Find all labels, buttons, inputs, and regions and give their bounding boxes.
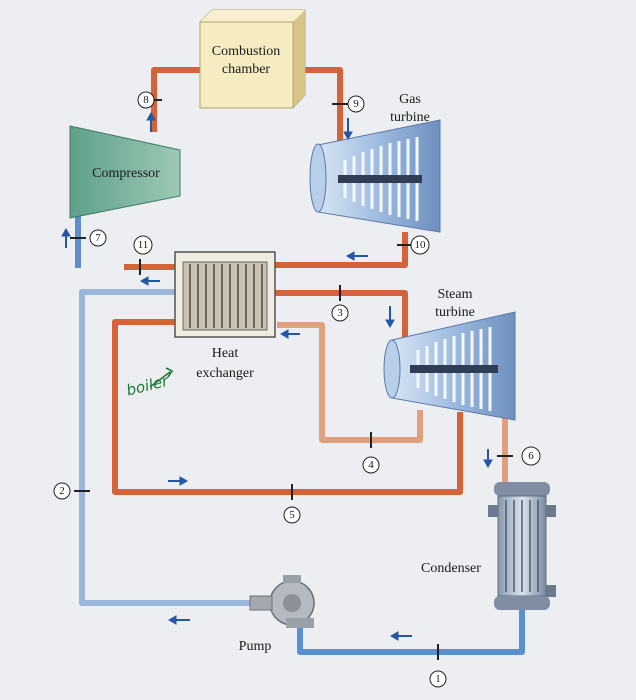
gas-turbine-label-2: turbine xyxy=(390,110,430,125)
state-marker-1: 1 xyxy=(429,644,447,688)
state-number-2: 2 xyxy=(59,485,65,497)
flow-arrows xyxy=(61,111,493,641)
state-number-6: 6 xyxy=(528,450,534,462)
state-marker-4: 4 xyxy=(362,432,380,474)
state-marker-8: 8 xyxy=(137,91,162,109)
state-marker-2: 2 xyxy=(53,482,90,500)
state-number-3: 3 xyxy=(337,307,343,319)
arrow-down-3 xyxy=(385,306,395,329)
compressor-label: Compressor xyxy=(92,166,160,181)
state-number-8: 8 xyxy=(143,94,149,106)
steam-turbine-label-1: Steam xyxy=(438,287,473,302)
state-number-7: 7 xyxy=(95,232,101,244)
state-number-4: 4 xyxy=(368,459,374,471)
pipe-state-1 xyxy=(297,608,525,655)
gas-turbine-label-1: Gas xyxy=(399,92,421,107)
heat-exchanger-label-1: Heat xyxy=(212,346,239,361)
state-marker-7: 7 xyxy=(70,229,107,247)
combustion-chamber-label-2: chamber xyxy=(222,62,271,77)
pipe-state-4 xyxy=(277,322,423,443)
state-number-5: 5 xyxy=(289,509,295,521)
pipe-state-5 xyxy=(112,319,463,495)
combustion-chamber-label-1: Combustion xyxy=(212,44,280,59)
pipe-state-3 xyxy=(275,290,408,338)
arrow-down-9 xyxy=(343,118,353,141)
arrow-down-6 xyxy=(483,449,493,469)
state-marker-6: 6 xyxy=(497,446,541,466)
state-marker-3: 3 xyxy=(331,285,349,322)
arrow-left-2 xyxy=(167,615,190,625)
steam-turbine: Steam turbine xyxy=(383,287,516,421)
boiler-handwritten-note: boiler xyxy=(125,372,171,400)
heat-exchanger: Heat exchanger xyxy=(174,251,276,381)
arrow-left-10 xyxy=(345,251,368,261)
pipe-state-10 xyxy=(275,232,408,268)
pipe-state-8 xyxy=(151,67,200,132)
pump: Pump xyxy=(239,575,315,654)
state-marker-11: 11 xyxy=(133,235,153,275)
compressor: Compressor xyxy=(69,125,181,219)
gas-turbine: Gas turbine xyxy=(309,92,441,233)
heat-exchanger-label-2: exchanger xyxy=(196,366,254,381)
state-number-1: 1 xyxy=(435,673,441,685)
condenser-label: Condenser xyxy=(421,561,481,576)
boiler-annotation: boiler xyxy=(125,367,174,400)
arrow-left-11 xyxy=(139,276,160,286)
state-number-9: 9 xyxy=(353,98,359,110)
pump-label: Pump xyxy=(239,639,272,654)
steam-turbine-label-2: turbine xyxy=(435,305,475,320)
state-marker-9: 9 xyxy=(332,95,365,113)
state-markers: 8 9 10 11 7 3 4 xyxy=(53,91,541,688)
state-marker-5: 5 xyxy=(283,484,301,524)
condenser: Condenser xyxy=(421,482,556,610)
pipe-state-2 xyxy=(79,289,255,606)
state-marker-10: 10 xyxy=(397,235,430,255)
arrow-left-1 xyxy=(389,631,412,641)
arrow-right-5 xyxy=(168,476,189,486)
state-number-11: 11 xyxy=(138,239,149,251)
state-number-10: 10 xyxy=(415,239,427,251)
combustion-chamber: Combustion chamber xyxy=(199,9,306,109)
pipe-state-9 xyxy=(305,67,343,150)
arrow-up-7 xyxy=(61,227,71,248)
arrow-left-4 xyxy=(279,329,300,339)
arrow-up-8 xyxy=(146,111,156,132)
